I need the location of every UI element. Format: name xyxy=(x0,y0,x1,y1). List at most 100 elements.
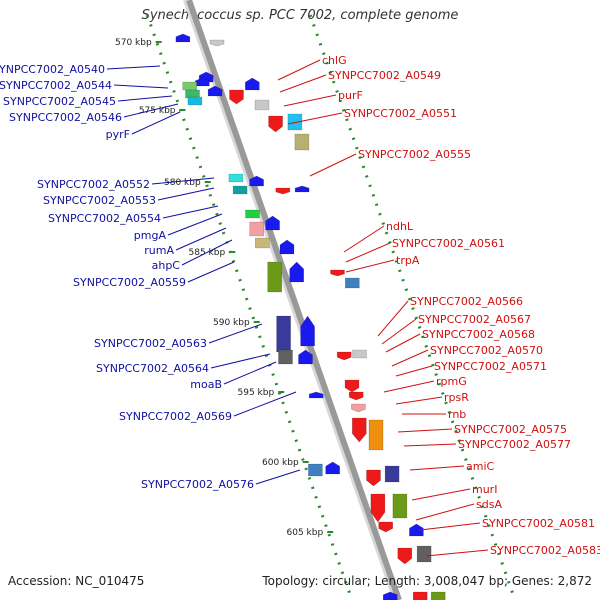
gene-feature xyxy=(209,39,225,47)
left-label-leader xyxy=(151,177,215,185)
accession-text: Accession: NC_010475 xyxy=(8,574,145,588)
gene-feature xyxy=(344,277,360,289)
gene-feature xyxy=(294,133,310,151)
left-label-leader xyxy=(106,65,161,70)
gene-feature xyxy=(278,349,293,365)
gene-feature xyxy=(300,315,315,347)
left-gene-label: SYNPCC7002_A0552 xyxy=(37,178,150,191)
right-label-leader xyxy=(385,333,421,353)
left-gene-label: pmgA xyxy=(134,229,167,242)
left-gene-label: SYNPCC7002_A0545 xyxy=(3,95,116,108)
left-gene-label: SYNPCC7002_A0569 xyxy=(119,410,232,423)
right-gene-label: ndhL xyxy=(386,220,414,233)
left-gene-label: SYNPCC7002_A0554 xyxy=(48,212,161,225)
scale-tick-label: 590 kbp xyxy=(213,318,250,328)
right-gene-label: rpsR xyxy=(444,391,469,404)
right-label-leader xyxy=(419,522,481,531)
gene-feature xyxy=(195,77,210,87)
gene-feature xyxy=(187,96,203,106)
gene-feature xyxy=(366,469,381,487)
right-gene-label: SYNPCC7002_A0583 xyxy=(490,544,600,557)
backbone-line xyxy=(186,0,402,600)
gene-feature xyxy=(279,239,295,255)
gene-feature xyxy=(416,545,432,563)
left-gene-label: SYNPCC7002_A0553 xyxy=(43,194,156,207)
gene-feature xyxy=(255,237,270,249)
right-label-leader xyxy=(391,349,429,367)
gene-feature xyxy=(378,521,394,533)
left-gene-label: SYNPCC7002_A0540 xyxy=(0,63,105,76)
left-label-leader xyxy=(233,391,297,417)
scale-tick-label: 575 kbp xyxy=(139,106,176,116)
gene-feature xyxy=(267,261,283,293)
left-gene-label: moaB xyxy=(190,378,222,391)
right-label-leader xyxy=(345,259,395,273)
right-label-leader xyxy=(425,549,489,557)
gene-feature xyxy=(351,417,367,443)
right-gene-label: SYNPCC7002_A0561 xyxy=(392,237,505,250)
left-label-leader xyxy=(167,213,223,236)
scale-tick-label: 570 kbp xyxy=(115,38,152,48)
map-title: Synechococcus sp. PCC 7002, complete gen… xyxy=(141,8,459,23)
gene-feature xyxy=(368,419,384,451)
gene-feature xyxy=(392,493,408,519)
left-gene-label: SYNPCC7002_A0563 xyxy=(94,337,207,350)
left-label-leader xyxy=(157,187,215,201)
right-label-leader xyxy=(409,465,465,471)
right-gene-label: SYNPCC7002_A0577 xyxy=(458,438,571,451)
gene-feature xyxy=(287,113,303,131)
right-label-leader xyxy=(279,74,327,93)
left-gene-label: SYNPCC7002_A0544 xyxy=(0,79,112,92)
right-gene-label: SYNPCC7002_A0581 xyxy=(482,517,595,530)
gene-feature xyxy=(268,115,283,133)
right-gene-label: murI xyxy=(472,483,497,496)
gene-feature xyxy=(275,187,291,195)
gene-feature xyxy=(249,221,265,237)
left-gene-label: ahpC xyxy=(152,259,181,272)
gene-feature xyxy=(351,403,366,413)
gene-feature xyxy=(397,547,413,565)
gene-feature xyxy=(325,461,341,475)
gene-feature xyxy=(228,173,244,183)
left-gene-label: SYNPCC7002_A0564 xyxy=(96,362,209,375)
gene-feature xyxy=(382,591,398,600)
right-label-leader xyxy=(395,365,433,377)
left-gene-label: pyrF xyxy=(106,128,130,141)
right-gene-label: SYNPCC7002_A0551 xyxy=(344,107,457,120)
gene-feature xyxy=(430,591,446,600)
gene-feature xyxy=(336,351,352,361)
gene-feature xyxy=(348,391,364,401)
right-gene-label: rnb xyxy=(448,408,466,421)
right-gene-label: purF xyxy=(338,89,363,102)
right-gene-label: rpmG xyxy=(436,375,467,388)
left-tick-track xyxy=(145,14,354,600)
scale-tick-label: 605 kbp xyxy=(287,528,324,538)
gene-feature xyxy=(308,463,323,477)
left-label-leader xyxy=(175,227,227,251)
right-label-leader xyxy=(381,318,417,345)
left-label-leader xyxy=(113,84,169,89)
gene-feature xyxy=(276,315,291,353)
gene-feature xyxy=(294,185,310,193)
gene-feature xyxy=(175,33,191,43)
left-gene-label: SYNPCC7002_A0546 xyxy=(9,111,122,124)
right-gene-label: chlG xyxy=(322,54,347,67)
gene-feature xyxy=(370,493,386,523)
right-label-leader xyxy=(397,428,453,433)
right-label-leader xyxy=(309,153,357,177)
gene-feature xyxy=(409,523,424,537)
gene-feature xyxy=(245,77,260,91)
left-gene-label: rumA xyxy=(144,244,174,257)
left-label-leader xyxy=(223,361,277,385)
gene-feature xyxy=(384,465,400,483)
left-label-leader xyxy=(117,95,173,102)
right-gene-label: SYNPCC7002_A0555 xyxy=(358,148,471,161)
right-gene-label: SYNPCC7002_A0571 xyxy=(434,360,547,373)
gene-feature xyxy=(344,379,360,393)
right-label-leader xyxy=(403,443,457,447)
right-label-leader xyxy=(377,300,409,337)
backbone-shadow xyxy=(183,0,397,600)
gene-feature xyxy=(330,269,345,277)
